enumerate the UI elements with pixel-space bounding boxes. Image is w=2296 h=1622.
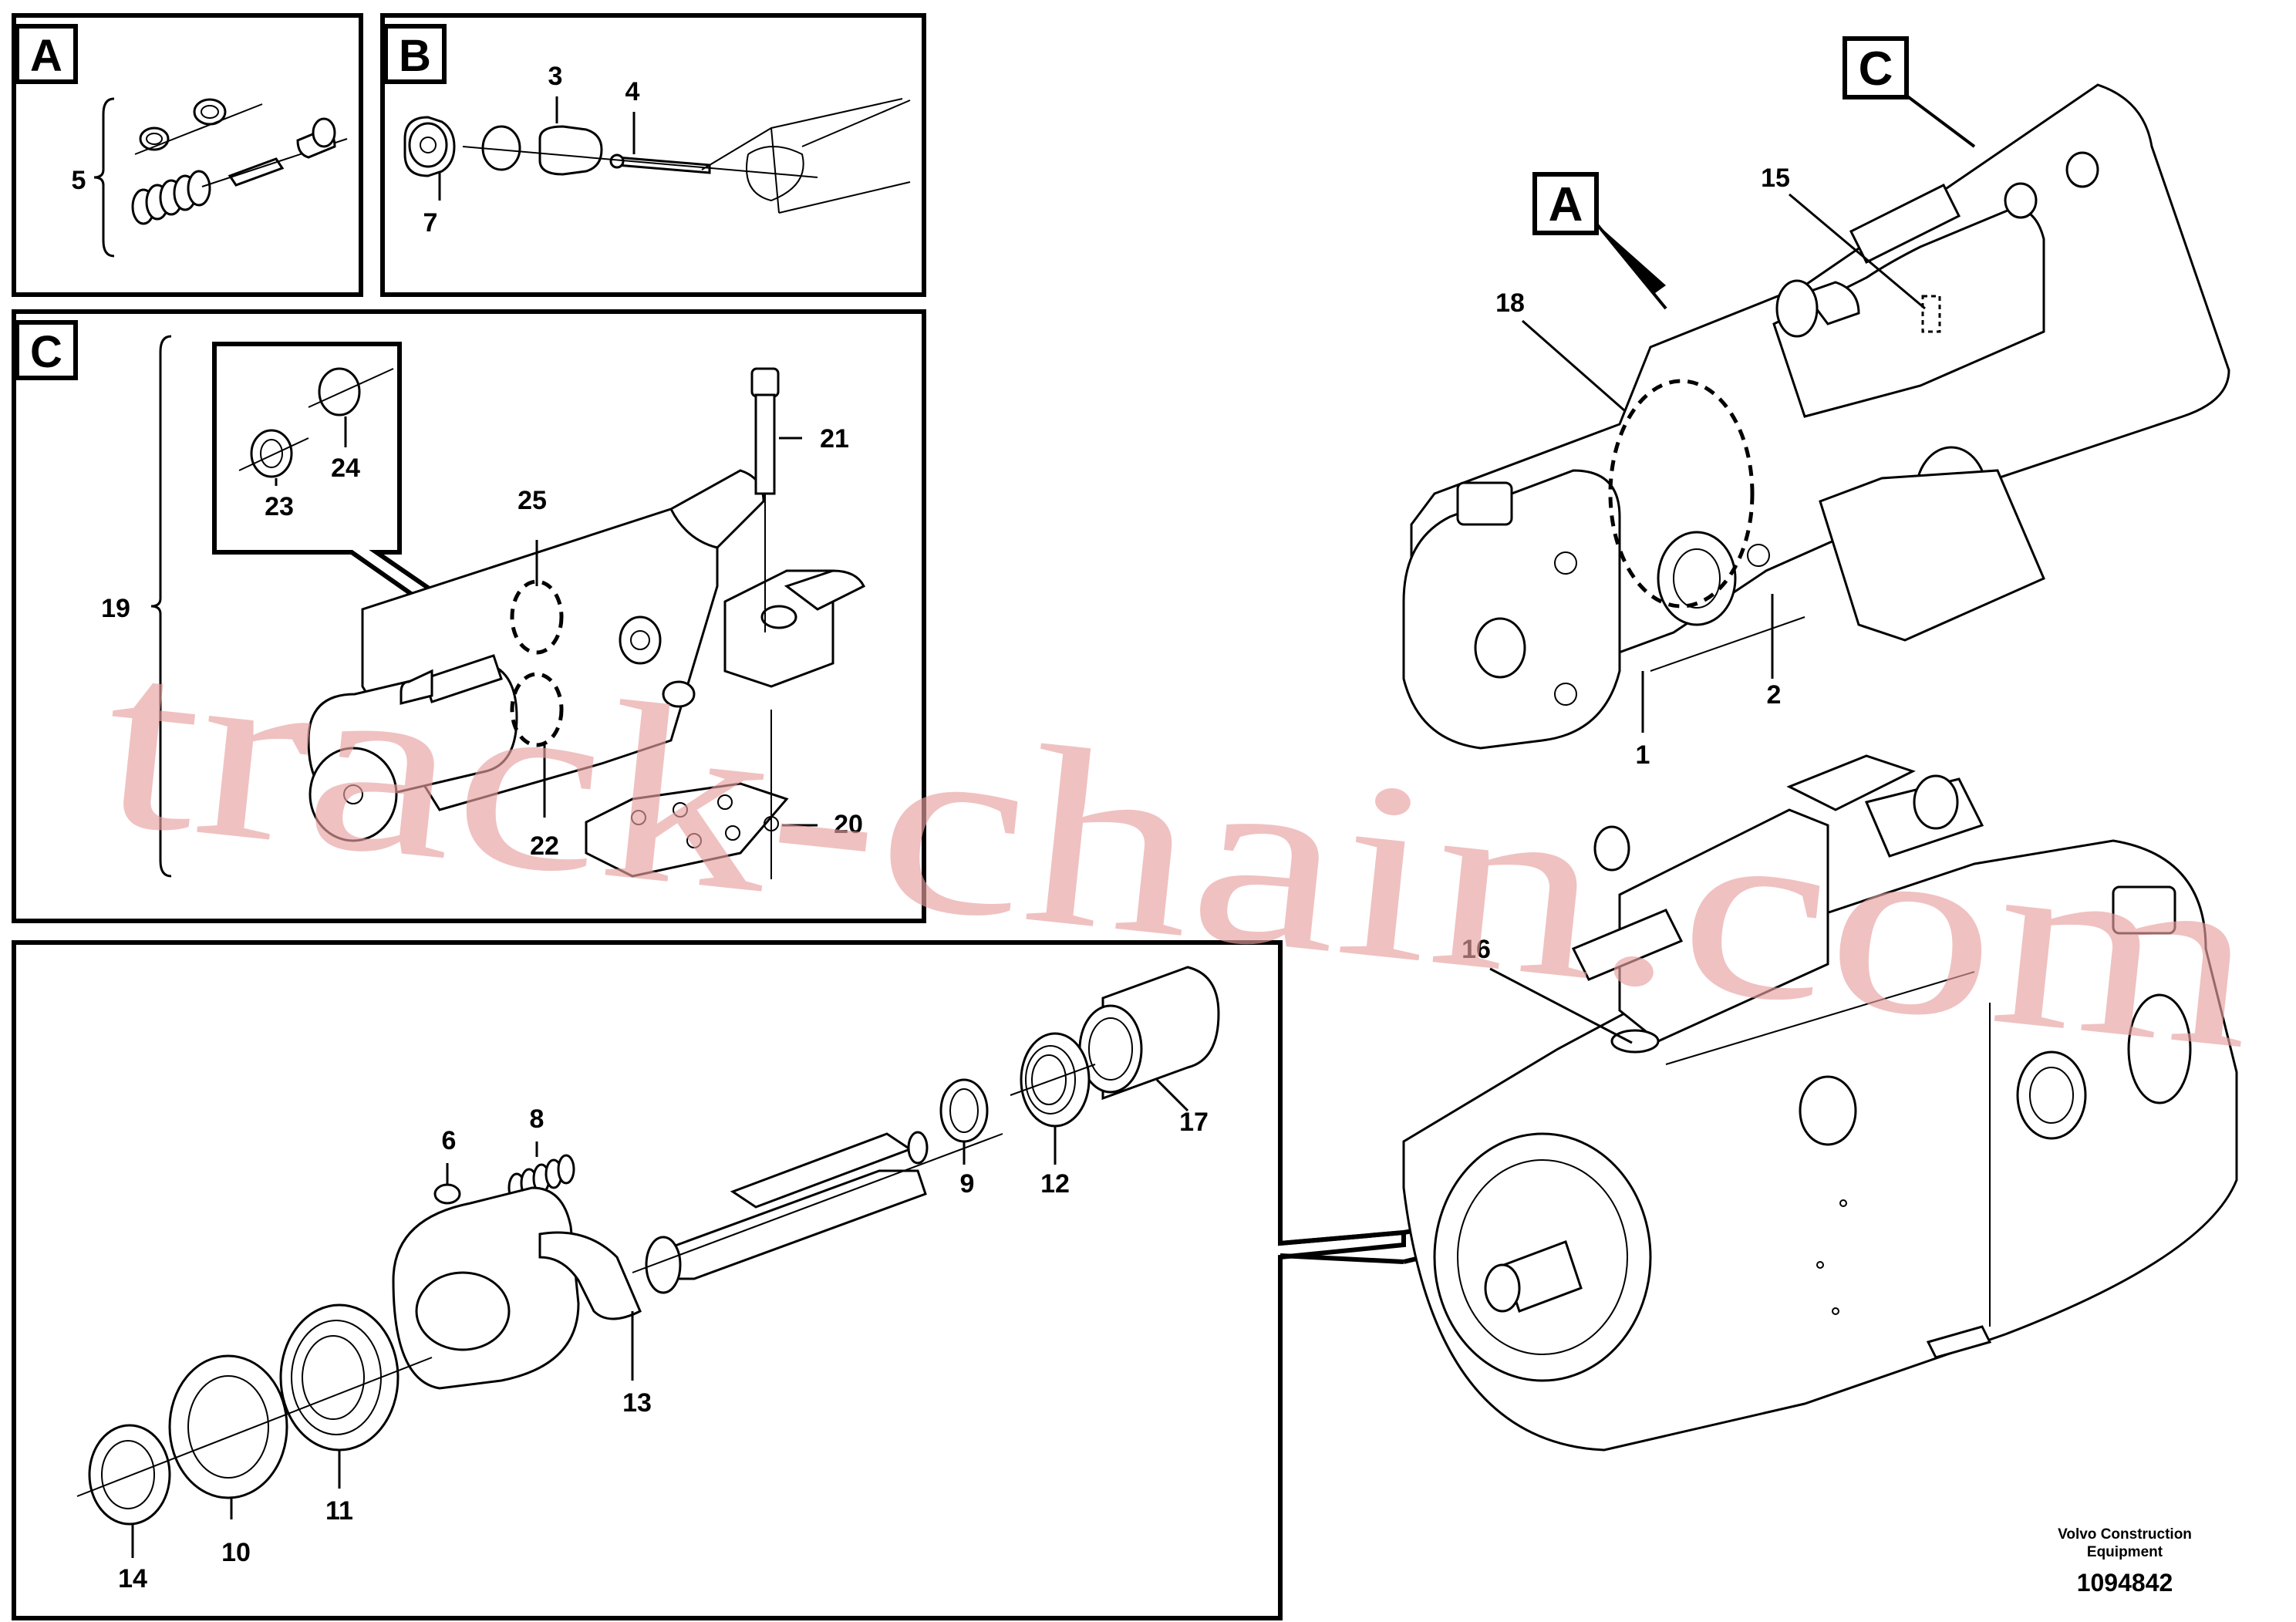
solenoid-valve [307, 469, 866, 842]
bolt-21 [750, 367, 780, 632]
label-20: 20 [834, 810, 863, 839]
detail-circle-18 [1608, 379, 1755, 609]
o-ring-24 [318, 367, 361, 416]
label-22: 22 [530, 831, 559, 861]
panel-a: A 5 [12, 13, 363, 297]
callout-a-arrow [1596, 224, 1666, 293]
panel-b-letter: B [399, 31, 431, 81]
panel-c-letter-box [15, 320, 78, 380]
label-7: 7 [423, 208, 438, 238]
detail-marker-15 [1921, 295, 1941, 333]
panel-a-letter: A [30, 31, 62, 81]
panel-b-letter-box [383, 24, 447, 84]
label-23: 23 [265, 492, 294, 521]
label-3: 3 [548, 62, 563, 91]
label-8: 8 [530, 1104, 544, 1134]
detail-circle-22 [510, 672, 564, 747]
washer-10 [168, 1354, 288, 1499]
label-1: 1 [1636, 740, 1650, 770]
callout-a-box [1532, 172, 1599, 235]
detail-circle-25 [510, 579, 564, 655]
label-19: 19 [101, 594, 130, 623]
label-4: 4 [625, 77, 640, 106]
label-16: 16 [1462, 935, 1491, 964]
pin-part [228, 157, 285, 187]
label-9: 9 [960, 1169, 975, 1199]
panel-c: C 19 23 24 [12, 309, 926, 923]
piston-part [538, 125, 603, 176]
panel-b: B 7 3 4 [380, 13, 926, 297]
label-17: 17 [1179, 1108, 1209, 1137]
spring-part [131, 170, 211, 225]
label-11: 11 [325, 1496, 353, 1526]
label-12: 12 [1040, 1169, 1070, 1199]
sleeve-17 [1078, 966, 1220, 1101]
bearing-12 [1010, 1032, 1096, 1128]
credit-company: Volvo Construction [2058, 1526, 2192, 1543]
pump-assembly-bottom [1402, 754, 2238, 1452]
clip-13 [538, 1231, 642, 1320]
bearing-11 [279, 1303, 400, 1452]
label-5: 5 [72, 166, 86, 195]
label-15: 15 [1761, 164, 1790, 193]
seal-14 [88, 1424, 171, 1526]
callout-c-box [1843, 36, 1909, 99]
seal-ring-23 [250, 429, 293, 478]
panel-shaft: 17 12 9 8 6 [12, 940, 1551, 1620]
brace-5 [93, 97, 115, 258]
label-2: 2 [1767, 680, 1782, 710]
drive-shaft [632, 1131, 1003, 1294]
label-10: 10 [221, 1538, 251, 1567]
brace-19 [150, 335, 172, 878]
credit-block: Volvo Construction Equipment 1094842 [1974, 1526, 2275, 1597]
gasket-20 [585, 782, 789, 878]
label-14: 14 [118, 1564, 147, 1593]
label-21: 21 [820, 424, 849, 454]
callout-a-text: A [1549, 178, 1583, 231]
panel-c-letter: C [30, 327, 62, 377]
label-6: 6 [442, 1126, 457, 1155]
cam-plate-6 [392, 1183, 580, 1390]
callout-c-text: C [1859, 42, 1893, 96]
credit-company-line2: Equipment [2086, 1544, 2163, 1560]
label-13: 13 [622, 1388, 652, 1418]
label-24: 24 [331, 454, 360, 483]
drawing-number: 1094842 [2076, 1569, 2173, 1597]
label-18: 18 [1495, 288, 1525, 318]
panel-a-letter-box [15, 24, 78, 84]
pump-assembly-top [1402, 83, 2230, 750]
label-25: 25 [518, 486, 547, 515]
